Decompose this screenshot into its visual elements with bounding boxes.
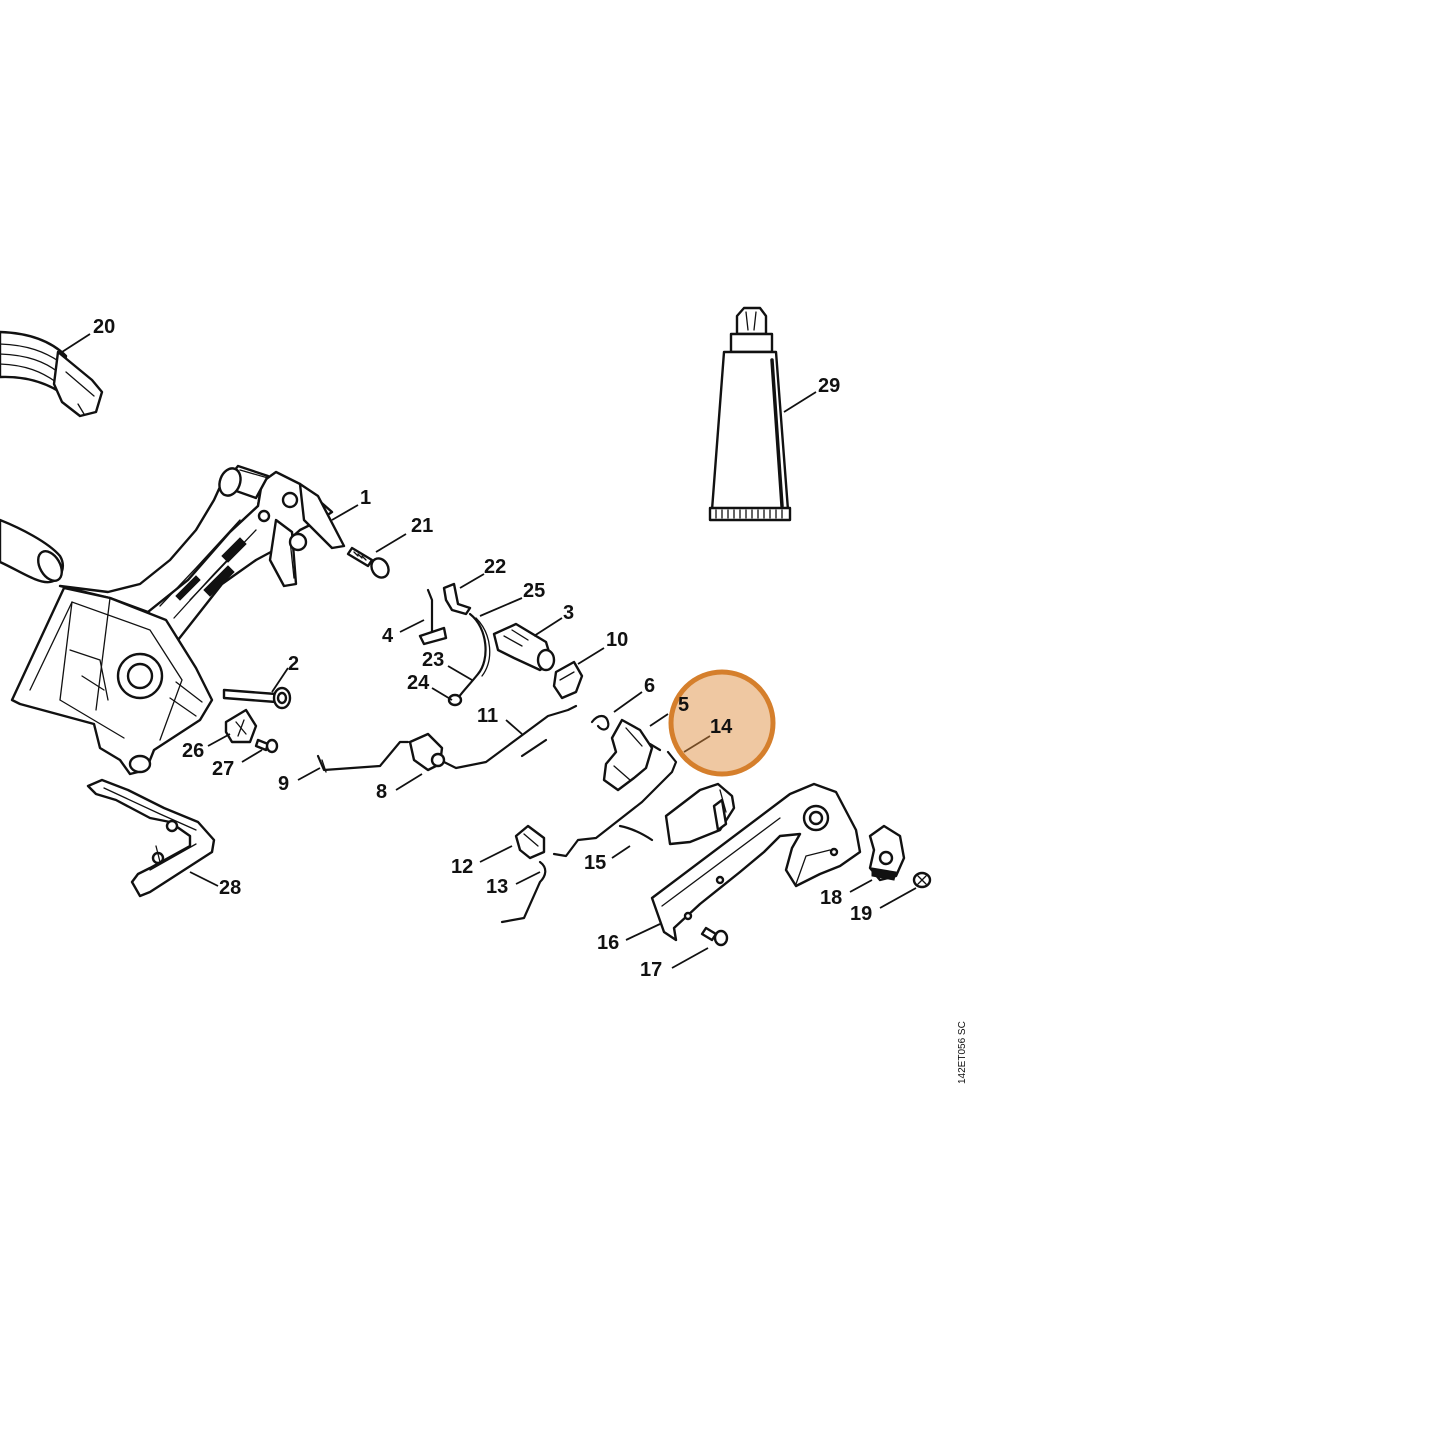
callout-19: 19 (850, 903, 872, 925)
leader-2 (271, 667, 289, 693)
callout-2: 2 (288, 653, 299, 675)
leader-21 (375, 533, 407, 553)
callout-12: 12 (451, 856, 473, 878)
callout-9: 9 (278, 773, 289, 795)
leader-5 (649, 713, 669, 727)
leader-4 (399, 619, 425, 633)
callout-3: 3 (563, 602, 574, 624)
leader-16 (625, 923, 661, 941)
part-15-spring (618, 824, 654, 842)
leader-15 (611, 845, 631, 859)
highlight-marker (668, 669, 776, 777)
part-10-lever-cap (552, 660, 584, 700)
leader-11 (505, 719, 523, 735)
leader-23 (447, 665, 473, 681)
leader-12 (479, 845, 513, 863)
part-17-screw (700, 926, 729, 947)
part-5-throttle-trigger (602, 718, 662, 792)
part-19-screw (912, 871, 932, 889)
leader-20 (61, 333, 91, 353)
callout-labels: 1 2 3 4 5 6 8 9 10 11 12 13 14 15 16 17 … (93, 316, 872, 981)
leader-13 (515, 871, 541, 885)
callout-14: 14 (710, 716, 733, 738)
callout-13: 13 (486, 876, 508, 898)
leader-19 (879, 887, 917, 909)
leader-17 (671, 947, 709, 969)
leader-lines (61, 333, 917, 969)
leader-1 (331, 504, 359, 521)
callout-28: 28 (219, 877, 241, 899)
part-29-grease-tube (708, 306, 792, 522)
callout-20: 20 (93, 316, 115, 338)
part-7-cover (664, 782, 736, 846)
callout-26: 26 (182, 740, 204, 762)
part-24-eyelet (447, 693, 463, 707)
callout-8: 8 (376, 781, 387, 803)
leader-29 (783, 391, 817, 413)
part-3-switch (492, 622, 556, 672)
callout-23: 23 (422, 649, 444, 671)
callout-15: 15 (584, 852, 606, 874)
leader-27 (241, 749, 263, 763)
leader-3 (533, 617, 563, 637)
leader-22 (459, 573, 485, 589)
callout-21: 21 (411, 515, 433, 537)
callout-22: 22 (484, 556, 506, 578)
part-6-spring (590, 714, 610, 731)
part-1-handle-housing (0, 464, 346, 776)
leader-24 (431, 687, 453, 701)
callout-24: 24 (407, 672, 430, 694)
part-25-cable (456, 612, 491, 700)
leader-8 (395, 773, 423, 791)
part-14-rod (552, 750, 678, 858)
callout-29: 29 (818, 375, 840, 397)
leader-25 (479, 597, 523, 617)
callout-5: 5 (678, 694, 689, 716)
callout-25: 25 (523, 580, 545, 602)
leader-9 (297, 767, 321, 781)
callout-10: 10 (606, 629, 628, 651)
leader-28 (189, 871, 219, 887)
part-13-rod (500, 860, 547, 924)
part-4-bracket (418, 588, 448, 646)
leader-6 (613, 691, 643, 713)
part-26-clip (224, 708, 258, 744)
callout-27: 27 (212, 758, 234, 780)
part-2-bolt (222, 686, 292, 710)
callout-1: 1 (360, 487, 371, 509)
leader-10 (577, 647, 605, 665)
callout-16: 16 (597, 932, 619, 954)
part-12-clip (514, 824, 546, 860)
callout-6: 6 (644, 675, 655, 697)
part-22-clip (442, 582, 472, 616)
leader-26 (207, 733, 231, 747)
leader-14 (683, 735, 711, 753)
part-27-screw (254, 738, 279, 754)
image-code: 142ET056 SC (957, 1021, 968, 1084)
callout-11: 11 (477, 705, 498, 727)
part-16-hand-guard (650, 782, 862, 942)
callout-18: 18 (820, 887, 842, 909)
part-18-bushing (868, 824, 906, 882)
callout-4: 4 (382, 625, 394, 647)
part-9-rod (316, 740, 410, 773)
callout-17: 17 (640, 959, 662, 981)
part-28-bracket (86, 778, 216, 898)
leader-18 (849, 879, 873, 893)
part-21-screw (346, 546, 390, 579)
part-11-rod (442, 704, 578, 770)
part-20-handlebar (0, 330, 104, 418)
part-8-joint (408, 732, 446, 772)
